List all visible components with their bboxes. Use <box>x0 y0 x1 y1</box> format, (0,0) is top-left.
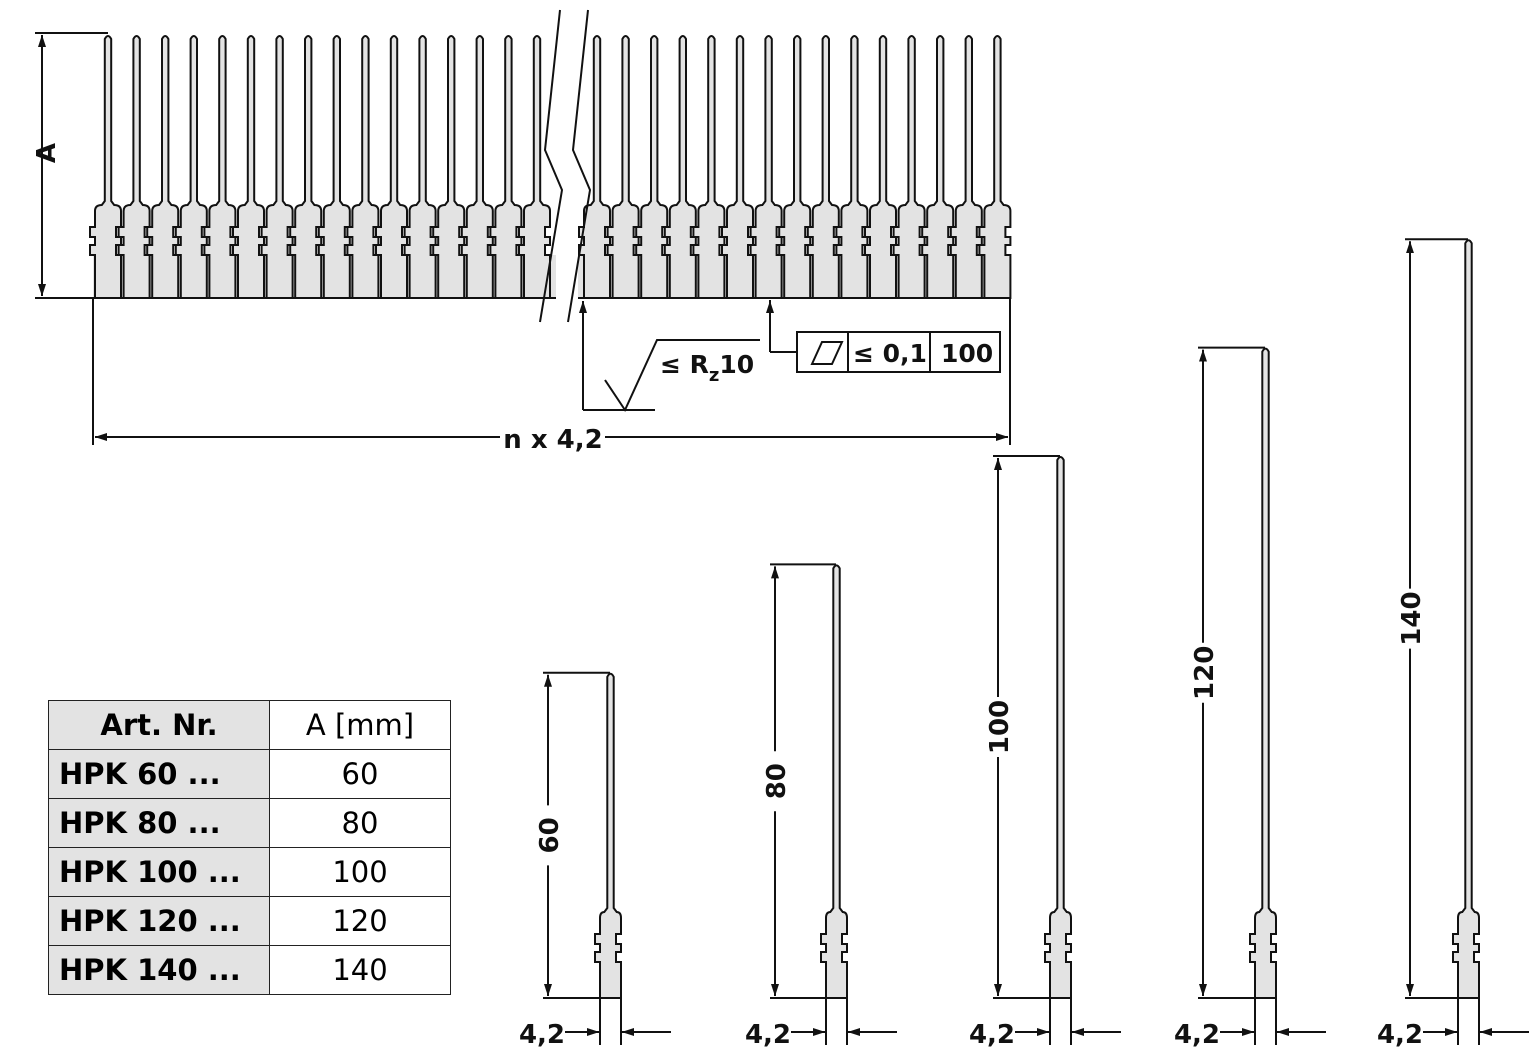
roughness-symbol <box>583 339 760 413</box>
pitch-label: 4,2 <box>745 1020 791 1050</box>
heatsink-profile <box>89 9 1012 323</box>
height-label: A <box>32 143 62 163</box>
fin <box>721 35 754 299</box>
article-number: HPK 80 ... <box>48 798 270 848</box>
fin <box>864 35 897 299</box>
single-fin <box>820 564 848 999</box>
table-row: HPK 120 ...120 <box>48 896 451 946</box>
fin <box>778 35 812 299</box>
table-row: HPK 140 ...140 <box>48 945 451 995</box>
fin <box>978 35 1012 299</box>
fin-profile-60: 604,2 <box>519 671 671 1050</box>
fin <box>949 35 983 299</box>
dimension-lines <box>35 32 1011 445</box>
fin <box>518 35 551 299</box>
fin <box>578 35 611 299</box>
article-table: Art. Nr. A [mm] HPK 60 ...60 HPK 80 ...8… <box>48 700 451 995</box>
single-fin <box>1249 347 1277 999</box>
fin <box>606 35 640 299</box>
fin <box>232 35 265 299</box>
fin <box>432 35 466 299</box>
fin <box>289 35 323 299</box>
fin <box>692 35 726 299</box>
header-art-nr: Art. Nr. <box>48 700 270 750</box>
single-fin <box>1452 239 1480 999</box>
fin <box>835 35 869 299</box>
table-header-row: Art. Nr. A [mm] <box>48 700 451 750</box>
fin-profile-140: 140 4,2 <box>1377 238 1529 1050</box>
width-label: n x 4,2 <box>503 425 602 455</box>
a-value: 140 <box>269 945 451 995</box>
break-line <box>567 9 592 323</box>
table-row: HPK 80 ...80 <box>48 798 451 848</box>
fin <box>260 35 294 299</box>
article-number: HPK 60 ... <box>48 749 270 799</box>
a-value: 120 <box>269 896 451 946</box>
height-label: 60 <box>535 817 565 853</box>
break-line <box>539 9 564 323</box>
height-label: 120 <box>1190 646 1220 700</box>
fin <box>635 35 669 299</box>
fin <box>460 35 494 299</box>
fin <box>174 35 208 299</box>
height-label: 80 <box>762 763 792 799</box>
fin <box>346 35 380 299</box>
fin <box>89 35 122 299</box>
height-label: 100 <box>985 700 1015 754</box>
a-value: 100 <box>269 847 451 897</box>
height-label: 140 <box>1397 591 1427 645</box>
fin-profile-100: 100 4,2 <box>969 455 1121 1050</box>
flatness-icon <box>810 341 844 365</box>
single-fin <box>1044 456 1072 999</box>
break-gap <box>556 20 578 320</box>
pitch-label: 4,2 <box>969 1020 1015 1050</box>
a-value: 60 <box>269 749 451 799</box>
fin <box>663 35 697 299</box>
fin <box>117 35 151 299</box>
tolerance-frame <box>796 331 1001 373</box>
roughness-label: ≤ Rz10 <box>660 350 754 386</box>
fin <box>317 35 351 299</box>
fin-profile-80: 804,2 <box>745 563 897 1050</box>
article-number: HPK 140 ... <box>48 945 270 995</box>
flatness-tolerance: ≤ 0,1 <box>853 339 927 368</box>
table-row: HPK 60 ...60 <box>48 749 451 799</box>
a-value: 80 <box>269 798 451 848</box>
header-a-mm: A [mm] <box>269 700 451 750</box>
fin <box>146 35 180 299</box>
article-number: HPK 100 ... <box>48 847 270 897</box>
single-fin <box>594 672 622 999</box>
fin <box>403 35 437 299</box>
fin <box>489 35 523 299</box>
fin <box>749 35 783 299</box>
flatness-length: 100 <box>941 339 993 368</box>
pitch-label: 4,2 <box>1174 1020 1220 1050</box>
fin <box>806 35 840 299</box>
fin <box>921 35 955 299</box>
pitch-label: 4,2 <box>519 1020 565 1050</box>
pitch-label: 4,2 <box>1377 1020 1423 1050</box>
fin-profile-120: 120 4,2 <box>1174 346 1326 1050</box>
article-number: HPK 120 ... <box>48 896 270 946</box>
fin <box>203 35 237 299</box>
table-row: HPK 100 ...100 <box>48 847 451 897</box>
fin <box>375 35 408 299</box>
fin <box>892 35 926 299</box>
